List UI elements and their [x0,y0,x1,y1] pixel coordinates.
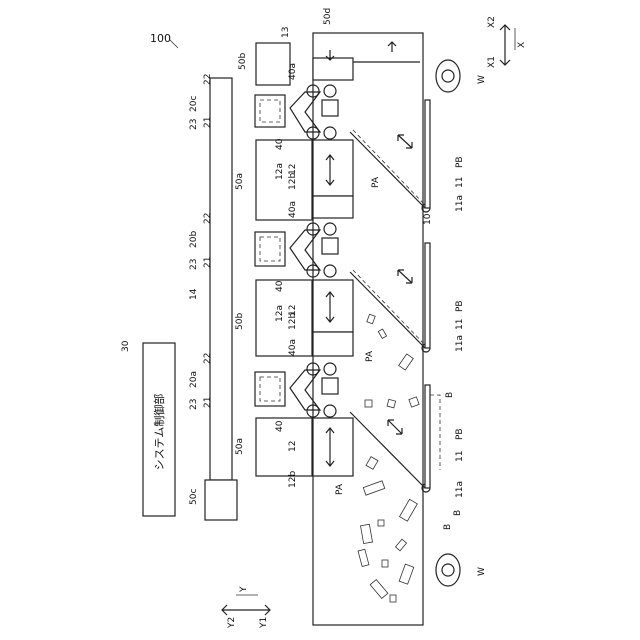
figure-number: 100 [150,32,171,45]
ref-23a: 23 [189,399,199,410]
ref-12a-c: 12a [275,163,285,180]
stage-c [313,140,353,196]
ref-20a: 20a [189,371,199,388]
stage-b [313,280,353,332]
ref-23b: 23 [189,259,199,270]
x1-label: X1 [487,56,497,68]
stage-c-b [313,196,353,218]
worker-bottom [436,554,460,586]
station-13 [313,58,353,80]
ref-B-3: B [443,524,453,530]
figure-leader [170,40,178,48]
worker-top [436,60,460,92]
robot-c-head [322,100,338,116]
ref-21b: 21 [203,257,213,268]
ref-21c: 21 [203,117,213,128]
ref-40b: 40 [275,280,285,292]
ref-11-b: 11 [455,319,465,330]
label-50c: 50c [189,489,199,505]
ref-PB-b: PB [455,300,465,312]
plate-a [425,385,430,488]
container-50c [205,480,237,520]
plate-a-dash [430,395,440,470]
y1-label: Y1 [259,617,269,629]
label-40a-top: 40a [288,63,298,80]
ref-11a-a: 11a [455,481,465,498]
ref-B-1: B [445,392,455,398]
ref-W-2: W [477,567,487,576]
x-axis-arrow [500,25,510,65]
ref-12b-c: 12b [288,173,298,190]
y-axis-arrow [222,605,270,615]
ref-22b: 22 [203,213,213,224]
stage-a [313,418,353,476]
stage-b-b [313,332,353,356]
ref-50a-c: 50a [235,173,245,190]
y-label: Y [239,586,249,593]
ref-40a-robot: 40 [275,420,285,432]
ref-PA-a: PA [335,483,345,495]
robot-b-head [322,238,338,254]
system-control-label: システム制御部 [152,394,166,471]
ref-11-c: 11 [455,177,465,188]
ref-20c: 20c [189,96,199,112]
ref-22a: 22 [203,353,213,364]
ref-11a-b: 11a [455,335,465,352]
ref-50a-a: 50a [235,438,245,455]
ref-12b-b: 12b [288,313,298,330]
container-50b-top [256,43,290,85]
ref-B-2: B [453,510,463,516]
ref-PA-c: PA [371,176,381,188]
y2-label: Y2 [227,617,237,629]
ref-22c: 22 [203,74,213,85]
ref-21a: 21 [203,397,213,408]
system-control-ref: 30 [121,340,131,352]
label-50d: 50d [323,8,333,25]
ref-40c: 40 [275,138,285,150]
ref-PB-a: PB [455,428,465,440]
label-50b-top: 50b [238,53,248,70]
ref-W-1: W [477,75,487,84]
ref-12a-main: 12 [288,441,298,452]
ref-12b-bottom: 12b [288,471,298,488]
ref-23c: 23 [189,119,199,130]
ref-11a-c: 11a [455,195,465,212]
conveyor-ref: 10 [423,213,433,225]
plate-b [425,243,430,348]
frame-ref: 14 [189,288,199,300]
ref-50b-b: 50b [235,313,245,330]
ref-20b: 20b [189,231,199,248]
x2-label: X2 [487,16,497,28]
ref-40a-b: 40a [288,339,298,356]
label-13: 13 [281,27,291,38]
x-label: X [517,42,527,48]
robot-a-head [322,378,338,394]
ref-40a-c: 40a [288,201,298,218]
ref-PA-b: PA [365,350,375,362]
ref-11-a: 11 [455,451,465,462]
ref-12a-b: 12a [275,305,285,322]
ref-PB-c: PB [455,156,465,168]
frame-14 [210,78,232,480]
plate-c [425,100,430,208]
